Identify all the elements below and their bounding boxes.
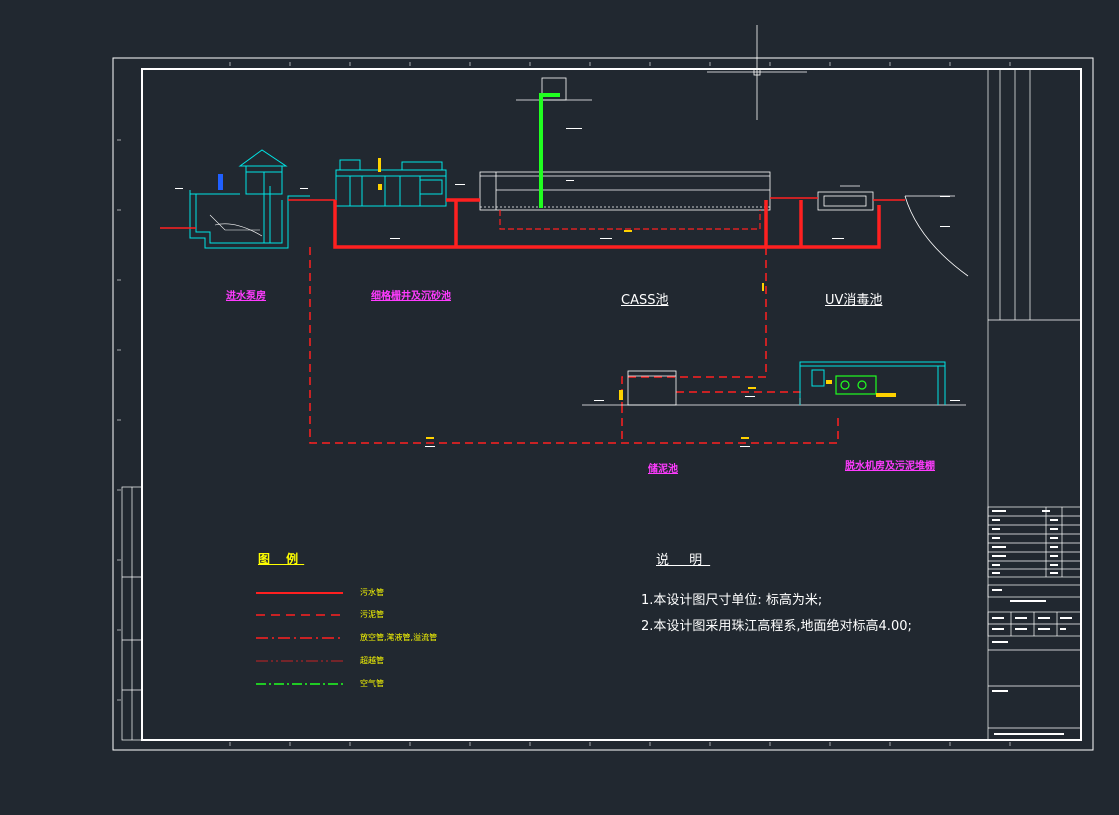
legend-label-sewage: 污水管: [360, 588, 384, 597]
notes-title: 说 明: [656, 553, 711, 568]
label-cass-tank: CASS池: [621, 293, 669, 308]
dewater-room-structure[interactable]: [799, 361, 946, 405]
outer-frame: [112, 57, 1094, 751]
dewater-machine-icon: [835, 375, 877, 395]
left-stamp-column: [121, 486, 143, 741]
notes-line-2: 2.本设计图采用珠江高程系,地面绝对标高4.00;: [641, 619, 912, 634]
screen-grit-details: [378, 158, 382, 190]
inner-frame: [141, 68, 1082, 741]
cass-decant-pipe: [499, 210, 761, 230]
label-dewater-room: 脱水机房及污泥堆棚: [845, 461, 935, 472]
intake-pipes: [160, 199, 335, 229]
legend-title: 图 例: [258, 552, 305, 566]
screen-grit-structure[interactable]: [335, 159, 447, 207]
notes-line-1: 1.本设计图尺寸单位: 标高为米;: [641, 593, 823, 608]
cass-tank-structure[interactable]: [479, 77, 771, 211]
label-sludge-tank: 储泥池: [648, 464, 678, 475]
title-block-text-marks: [992, 510, 1072, 735]
legend-label-drain: 放空管,滗液管,溢流管: [360, 633, 438, 642]
frame-ticks: [117, 62, 1011, 746]
legend-label-bypass: 超越管: [360, 656, 384, 665]
sludge-pipe-network: [309, 247, 839, 444]
title-block: [987, 69, 1082, 740]
legend-samples: [256, 592, 343, 685]
legend-label-sludge: 污泥管: [360, 610, 384, 619]
sludge-pump-icon: [619, 390, 623, 400]
intake-pump-room-structure[interactable]: [189, 149, 310, 249]
crosshair-cursor-icon: [707, 25, 807, 120]
intake-pump-icon: [218, 174, 223, 190]
flow-arrows: [426, 230, 764, 439]
label-uv-tank: UV消毒池: [825, 293, 883, 308]
dewater-details: [826, 380, 896, 397]
label-intake-pump-room: 进水泵房: [226, 291, 266, 302]
elevation-annotations: [175, 128, 960, 447]
legend-label-air: 空气管: [360, 679, 384, 688]
sewage-pipe-network: [333, 197, 905, 249]
sludge-tank-structure[interactable]: [582, 370, 966, 406]
label-screen-grit: 细格栅井及沉砂池: [371, 291, 451, 302]
air-pipe: [539, 93, 560, 208]
